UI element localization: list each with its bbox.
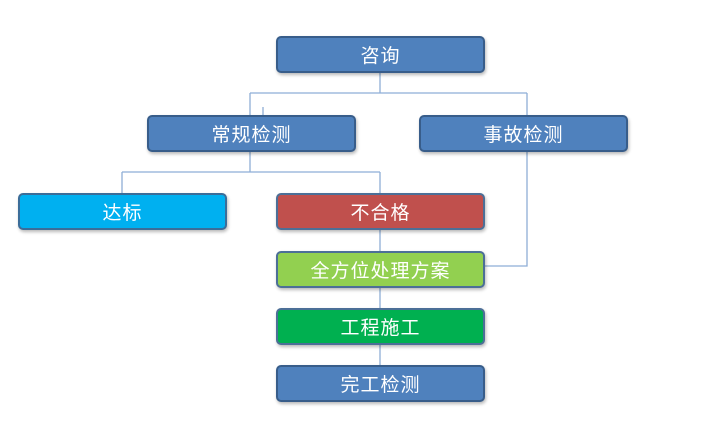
consult-label: 咨询	[360, 45, 401, 67]
pass-box: 达标	[18, 193, 227, 230]
final-inspection-box: 完工检测	[276, 365, 485, 402]
full-plan-label: 全方位处理方案	[310, 260, 451, 282]
routine-inspection-label: 常规检测	[211, 124, 292, 146]
fail-box: 不合格	[276, 193, 485, 230]
routine-inspection-box: 常规检测	[147, 115, 356, 152]
connector-accident-to-plan	[485, 152, 528, 267]
construction-label: 工程施工	[340, 317, 421, 339]
accident-inspection-label: 事故检测	[483, 124, 564, 146]
consult-box: 咨询	[276, 36, 485, 73]
final-inspection-label: 完工检测	[340, 374, 421, 396]
construction-box: 工程施工	[276, 308, 485, 345]
fail-label: 不合格	[350, 202, 411, 224]
pass-label: 达标	[102, 202, 143, 224]
full-plan-box: 全方位处理方案	[276, 251, 485, 288]
accident-inspection-box: 事故检测	[419, 115, 628, 152]
